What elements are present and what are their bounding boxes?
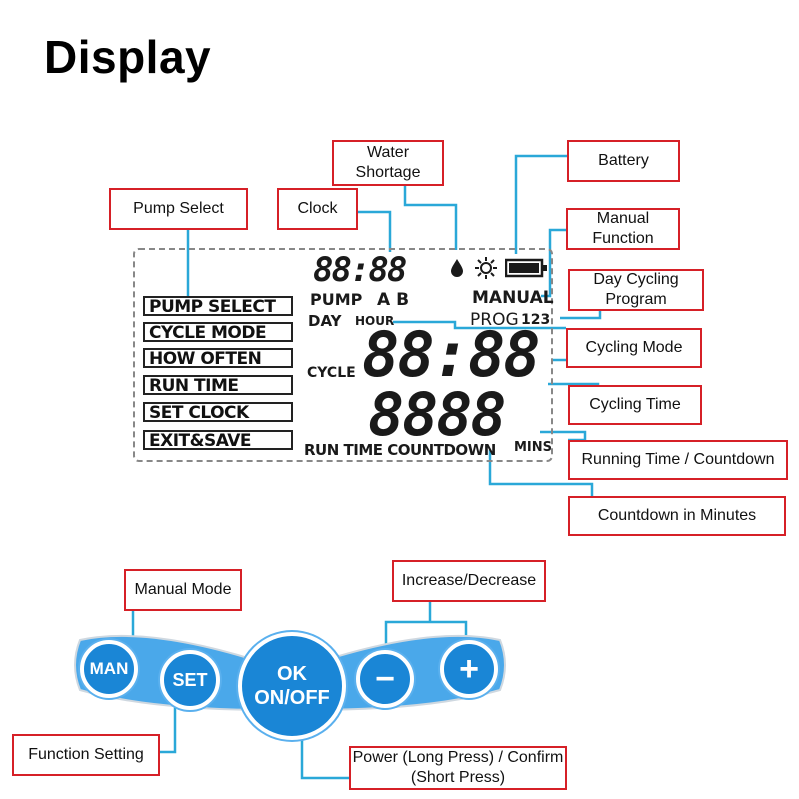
label-countdown-in-minutes: Countdown in Minutes bbox=[568, 496, 786, 536]
label-clock: Clock bbox=[277, 188, 358, 230]
battery-icon bbox=[505, 258, 547, 278]
label-increase-decrease: Increase/Decrease bbox=[392, 560, 546, 602]
lcd-cycle-digits: 88:88 bbox=[362, 318, 541, 391]
lcd-menu-item: CYCLE MODE bbox=[143, 322, 293, 342]
increase-button[interactable]: + bbox=[440, 640, 498, 698]
page-title: Display bbox=[44, 31, 212, 83]
ok-onoff-button[interactable]: OK ON/OFF bbox=[238, 632, 346, 740]
label-battery: Battery bbox=[567, 140, 680, 182]
lcd-menu-item: SET CLOCK bbox=[143, 402, 293, 422]
label-function-setting: Function Setting bbox=[12, 734, 160, 776]
lcd-run-digits: 8888 bbox=[368, 380, 506, 450]
label-water-shortage: Water Shortage bbox=[332, 140, 444, 186]
lcd-menu-item: RUN TIME bbox=[143, 375, 293, 395]
label-cycling-mode: Cycling Mode bbox=[566, 328, 702, 368]
label-running-time-countdown: Running Time / Countdown bbox=[568, 440, 788, 480]
onoff-label: ON/OFF bbox=[254, 687, 330, 709]
label-manual-mode: Manual Mode bbox=[124, 569, 242, 611]
label-cycling-time: Cycling Time bbox=[568, 385, 702, 425]
lcd-menu-item: EXIT&SAVE bbox=[143, 430, 293, 450]
lcd-hour-text: HOUR bbox=[355, 314, 395, 328]
label-day-cycling-program: Day Cycling Program bbox=[568, 269, 704, 311]
ok-label: OK bbox=[277, 663, 307, 685]
label-manual-function: Manual Function bbox=[566, 208, 680, 250]
set-button[interactable]: SET bbox=[160, 650, 220, 710]
lcd-prog-nums: 123 bbox=[521, 312, 551, 328]
lcd-cycle-text: CYCLE bbox=[307, 365, 356, 381]
lcd-run-time-countdown-text: RUN TIME COUNTDOWN bbox=[304, 441, 496, 459]
lcd-panel bbox=[133, 248, 553, 462]
lcd-menu-item: HOW OFTEN bbox=[143, 348, 293, 368]
label-power-confirm: Power (Long Press) / Confirm (Short Pres… bbox=[349, 746, 567, 790]
lcd-pump-text: PUMP bbox=[310, 290, 363, 309]
lcd-clock-digits: 88:88 bbox=[313, 250, 407, 290]
lcd-menu-item: PUMP SELECT bbox=[143, 296, 293, 316]
lcd-prog-text: PROG bbox=[470, 310, 519, 330]
label-pump-select: Pump Select bbox=[109, 188, 248, 230]
lcd-mins-text: MINS bbox=[514, 440, 553, 455]
man-button[interactable]: MAN bbox=[80, 640, 138, 698]
lcd-day-text: DAY bbox=[308, 312, 342, 330]
decrease-button[interactable]: − bbox=[356, 650, 414, 708]
lcd-pump-ab: A B bbox=[377, 290, 410, 310]
water-drop-icon bbox=[451, 259, 463, 277]
sun-icon bbox=[475, 257, 497, 279]
lcd-manual-text: MANUAL bbox=[472, 288, 554, 308]
